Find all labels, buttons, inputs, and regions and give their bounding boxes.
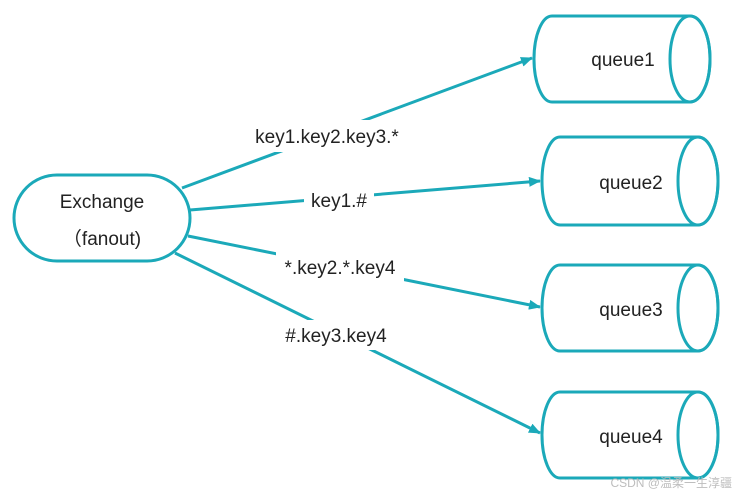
queue1-node: queue1 <box>532 14 712 104</box>
exchange-node: Exchange （fanout) <box>12 173 192 263</box>
exchange-type: （fanout) <box>63 228 141 250</box>
binding-label-queue3: *.key2.*.key4 <box>285 258 396 279</box>
queue4-node: queue4 <box>540 390 720 480</box>
binding-labels: key1.key2.key3.* key1.# *.key2.*.key4 #.… <box>248 120 408 350</box>
queue2-label: queue2 <box>599 173 662 194</box>
queue4-label: queue4 <box>599 427 663 448</box>
queue3-label: queue3 <box>599 300 662 321</box>
binding-arrows <box>174 56 541 435</box>
queue3-node: queue3 <box>540 263 720 353</box>
exchange-name: Exchange <box>60 192 145 213</box>
queue2-node: queue2 <box>540 135 720 227</box>
binding-label-queue1: key1.key2.key3.* <box>255 127 399 148</box>
binding-label-queue2: key1.# <box>311 191 367 212</box>
binding-label-queue4: #.key3.key4 <box>285 326 387 347</box>
watermark-text: CSDN @温柔一生淳疆 <box>610 475 732 490</box>
queue1-label: queue1 <box>591 50 654 71</box>
